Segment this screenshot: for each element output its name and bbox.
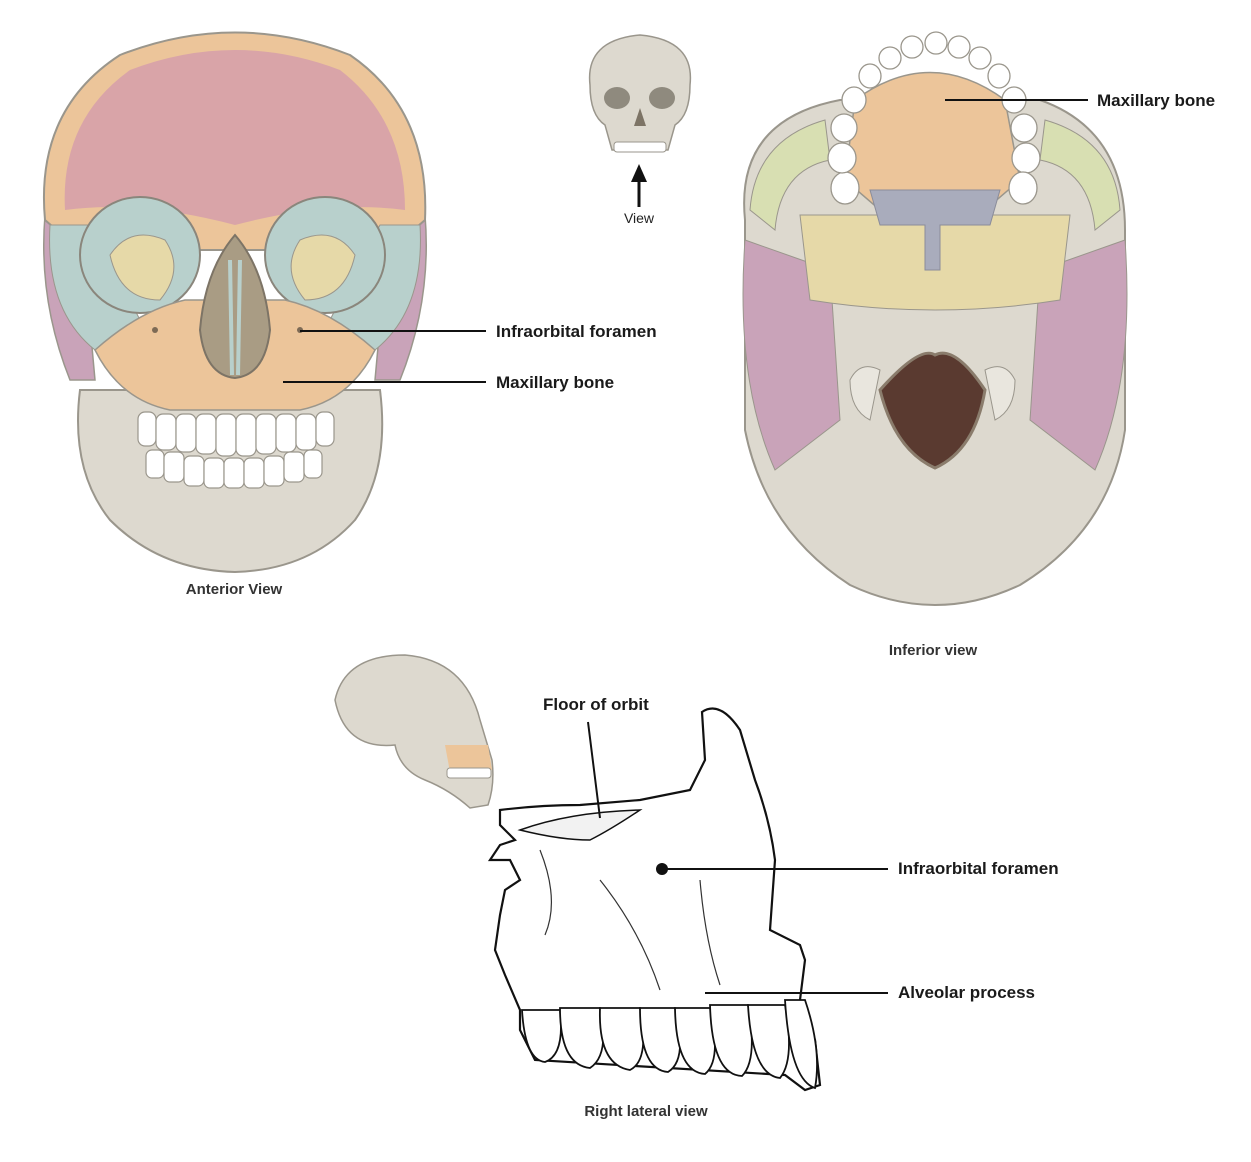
lateral-mini-maxilla: [445, 745, 492, 772]
lateral-view-group: Floor of orbit Infraorbital foramen Alve…: [334, 654, 1059, 1120]
upper-teeth: [137, 411, 335, 457]
label-inferior-maxillary-bone: Maxillary bone: [1097, 91, 1215, 110]
anterior-view-skull: Infraorbital foramen Maxillary bone Ante…: [43, 31, 657, 598]
caption-right-lateral-view: Right lateral view: [584, 1103, 708, 1120]
label-lateral-infraorbital-foramen: Infraorbital foramen: [898, 859, 1059, 878]
mini-orbit-left: [604, 87, 630, 109]
temporal-arch-right: [1039, 119, 1121, 231]
caption-anterior-view: Anterior View: [186, 581, 283, 598]
maxilla-palate: [844, 71, 1021, 211]
label-lateral-floor-of-orbit: Floor of orbit: [543, 695, 649, 714]
mini-teeth: [613, 141, 667, 153]
lateral-teeth: [521, 999, 818, 1090]
frontal-bone: [64, 50, 406, 225]
mini-skull: [588, 34, 692, 151]
mini-nose: [634, 108, 646, 126]
inferior-view-skull: Maxillary bone Inferior view: [742, 31, 1215, 659]
mini-orbit-right: [649, 87, 675, 109]
label-lateral-alveolar-process: Alveolar process: [898, 983, 1035, 1002]
inferior-teeth-arch: [827, 31, 1041, 205]
orbit-right-sphenoid: [290, 234, 356, 301]
temporal-arch-left: [749, 119, 831, 231]
label-anterior-maxillary-bone: Maxillary bone: [496, 373, 614, 392]
orbit-left-sphenoid: [109, 234, 175, 301]
nasal-cavity: [198, 233, 272, 380]
label-anterior-infraorbital-foramen: Infraorbital foramen: [496, 322, 657, 341]
leader-lateral-floor-of-orbit: [587, 721, 601, 819]
view-arrow-head: [631, 164, 647, 182]
nasal-septum: [228, 259, 242, 376]
view-indicator-label: View: [624, 210, 655, 226]
caption-inferior-view: Inferior view: [889, 642, 978, 659]
foramen-magnum: [878, 351, 987, 470]
lower-teeth: [145, 449, 323, 489]
lateral-texture-1: [539, 849, 721, 991]
lateral-mini-skull: [334, 654, 494, 809]
occipital-condyle-left: [849, 366, 881, 421]
maxilla-lateral-outline: [487, 707, 822, 1092]
view-indicator: View: [588, 34, 692, 226]
occipital-condyle-right: [984, 366, 1016, 421]
lateral-mini-teeth: [446, 767, 492, 779]
infraorbital-foramen-left: [152, 327, 158, 333]
floor-of-orbit-surface: [517, 809, 643, 841]
palatine-vomer: [869, 189, 1001, 271]
